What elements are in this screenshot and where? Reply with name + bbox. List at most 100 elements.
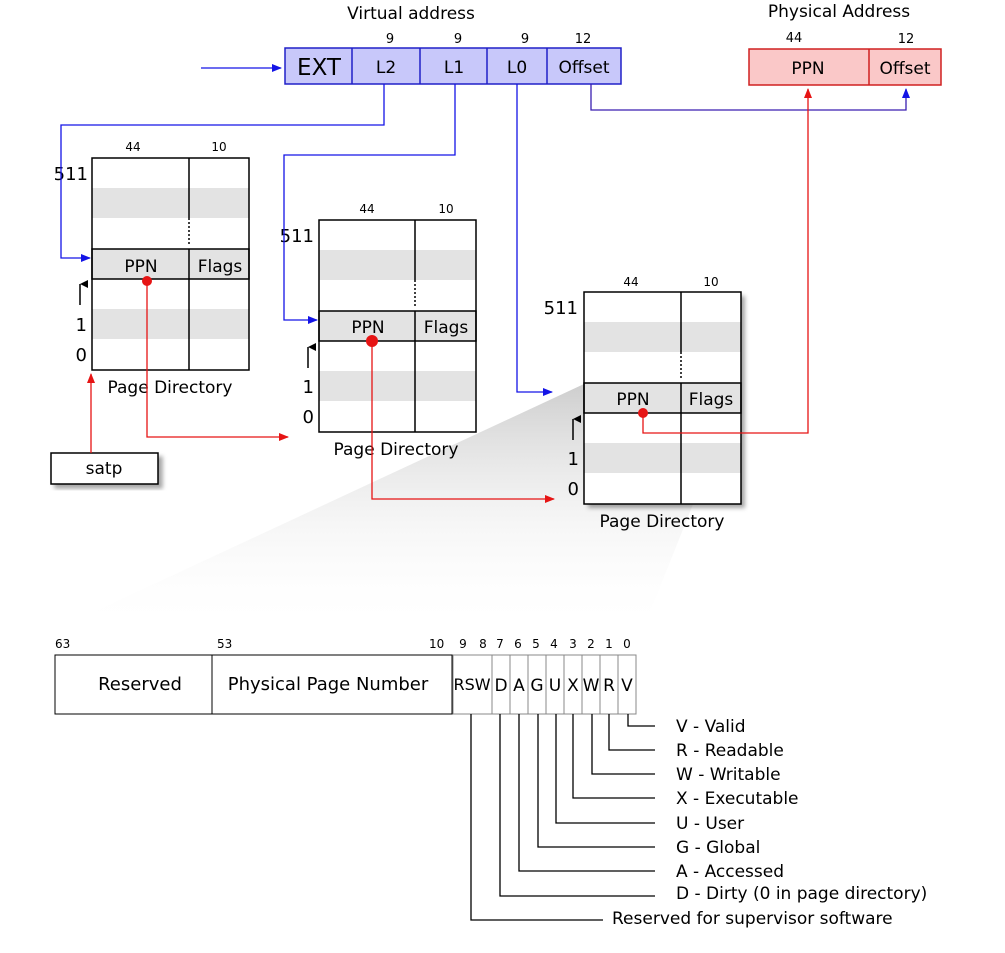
pd1-flags-bits: 10 [211,140,226,154]
ppn-arrows [87,88,812,503]
pte-bit-3: 3 [569,637,577,651]
pte-reserved-field: Reserved [98,674,182,695]
pd2-table [318,219,477,433]
pd1-index-511: 511 [54,164,88,185]
pd2-ppn-bits: 44 [359,202,374,216]
pa-ppn-bits: 44 [786,31,803,46]
pte-flag-u: U [549,676,561,696]
pte-bit-0: 0 [623,637,631,651]
pd3-index-511: 511 [544,298,578,319]
pd3-index-1: 1 [568,449,579,470]
pd3-table [583,291,742,505]
va-l2-bits: 9 [386,32,394,47]
satp-label: satp [86,459,123,479]
pte-flag-a: A [513,676,525,696]
page-directory-2: 44 10 PPN Flags 511 1 0 Page Directory [280,202,477,460]
legend-user: U - User [676,814,744,834]
va-l1-field: L1 [444,58,464,78]
pd1-ppn-bits: 44 [125,140,140,154]
pte-bit-9: 9 [459,637,467,651]
zoom-cone [55,384,741,630]
pte-high-box [54,654,453,715]
va-box [284,47,622,85]
l2-index-arrow [60,84,385,262]
pte-bit-1: 1 [605,637,613,651]
l0-index-arrow [516,84,553,396]
pte-bit-63: 63 [55,637,70,651]
pte-bit-4: 4 [550,637,558,651]
index-arrows [60,64,910,396]
pd3-ppn-label: PPN [616,390,649,410]
va-l2-field: L2 [376,58,396,78]
pa-box [748,48,942,86]
legend: V - Valid R - Readable W - Writable X - … [612,717,927,929]
physical-address-title: Physical Address [768,2,910,22]
pte-ppn-field: Physical Page Number [228,674,429,695]
pd1-ppn-label: PPN [124,257,157,277]
page-directory-3: 44 10 PPN Flags 511 1 0 Page Directory [544,275,742,532]
va-ext-field: EXT [297,55,342,81]
pd2-flags-label: Flags [424,318,469,338]
pd1-index-0: 0 [76,345,87,366]
virtual-address-title: Virtual address [347,4,475,24]
va-offset-field: Offset [558,58,609,78]
pd2-ppn-dot [366,335,378,347]
pd3-ppn-dot [638,408,648,418]
pd3-title: Page Directory [600,512,725,532]
pte-bit-7: 7 [496,637,504,651]
pte-flag-v: V [621,676,633,696]
pte-bit-2: 2 [587,637,595,651]
pd3-flags-bits: 10 [703,275,718,289]
pd1-table [91,157,250,371]
legend-writable: W - Writable [676,765,781,785]
pd3-ppn-bits: 44 [623,275,638,289]
pte-bit-10: 10 [429,637,444,651]
legend-valid: V - Valid [676,717,746,737]
va-l0-bits: 9 [521,32,529,47]
pd1-title: Page Directory [108,378,233,398]
legend-rsw: Reserved for supervisor software [612,909,893,929]
pte-bit-6: 6 [514,637,522,651]
pa-ppn-field: PPN [791,59,824,79]
pte-flags-box [452,654,637,715]
page-directory-1: 44 10 PPN Flags 511 1 0 Page Directory [54,140,250,398]
pd2-index-1: 1 [303,377,314,398]
pd3-ppn-arrow [642,88,812,434]
pd2-index-511: 511 [280,226,314,247]
legend-accessed: A - Accessed [676,862,784,882]
pa-offset-bits: 12 [898,32,915,47]
satp-register: satp [50,452,159,485]
pte-bit-5: 5 [532,637,540,651]
pte-flag-r: R [603,676,615,696]
pte-flag-g: G [530,676,543,696]
legend-executable: X - Executable [676,789,799,809]
pte-flag-d: D [494,676,507,696]
va-l1-bits: 9 [454,32,462,47]
legend-readable: R - Readable [676,741,784,761]
pd2-title: Page Directory [334,440,459,460]
pte-bit-8: 8 [479,637,487,651]
pd1-index-1: 1 [76,315,87,336]
pte-flag-w: W [583,676,600,696]
pte-format: 63 53 10 Reserved Physical Page Number 9… [54,637,637,715]
va-l0-field: L0 [507,58,527,78]
pd1-flags-label: Flags [198,257,243,277]
pd2-ppn-arrow [371,341,555,503]
pte-flag-rsw: RSW [453,675,490,694]
pd1-ppn-arrow [146,281,289,441]
pd3-flags-label: Flags [689,390,734,410]
pd2-ppn-label: PPN [351,318,384,338]
legend-global: G - Global [676,838,760,858]
pd2-index-0: 0 [303,407,314,428]
physical-address: Physical Address 44 12 PPN Offset [748,2,942,86]
virtual-address: Virtual address 9 9 9 12 EXT L2 L1 L0 Of… [284,4,622,85]
offset-copy-arrow [590,84,910,111]
pd3-index-0: 0 [568,479,579,500]
pd1-ppn-dot [142,276,152,286]
legend-dirty: D - Dirty (0 in page directory) [676,884,927,904]
pd2-flags-bits: 10 [438,202,453,216]
l1-index-arrow [283,84,456,324]
pte-bit-53: 53 [217,637,232,651]
